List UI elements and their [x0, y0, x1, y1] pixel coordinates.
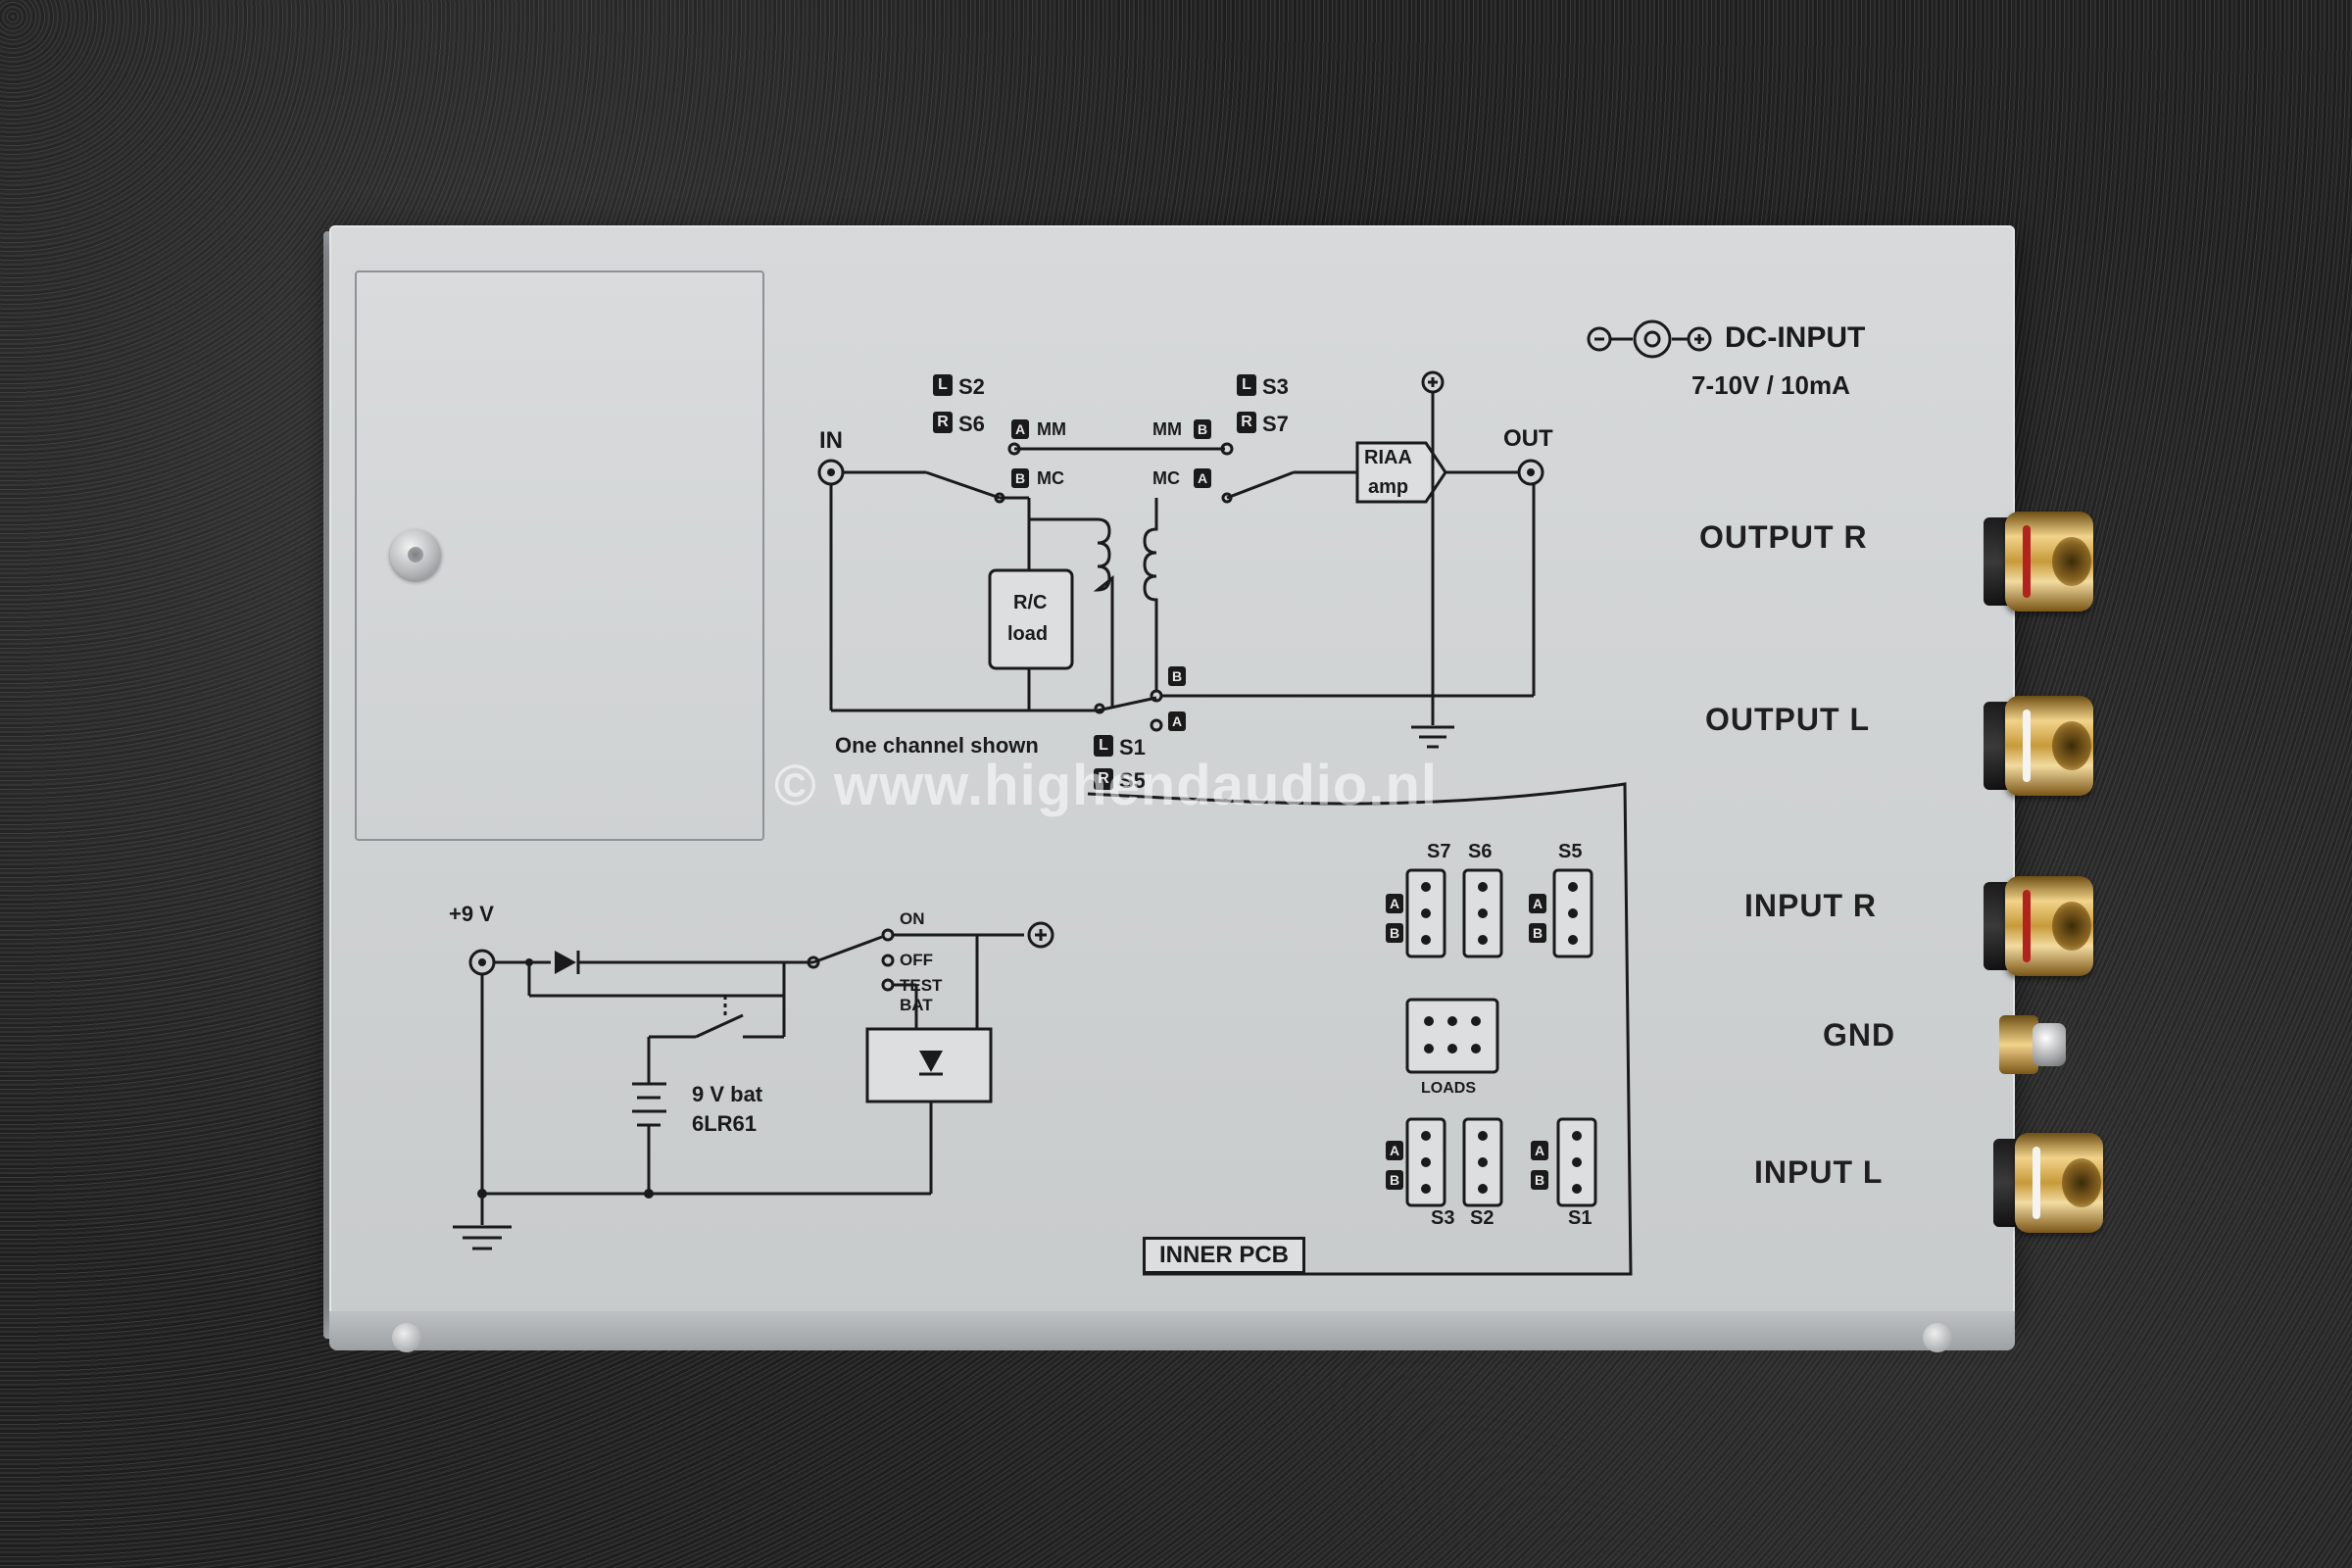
- corner-screw-right: [1923, 1323, 1952, 1352]
- label-mm-left: MM: [1037, 419, 1066, 439]
- label-in: IN: [819, 427, 843, 454]
- pcb-tag-a-bot-2: A: [1531, 1141, 1548, 1160]
- tag-a-mm-left: A: [1011, 419, 1029, 439]
- pcb-label-s3: S3: [1431, 1207, 1455, 1229]
- tag-a-mc-right: A: [1194, 468, 1211, 488]
- label-bat: BAT: [900, 996, 933, 1014]
- tag-b-s1: B: [1168, 666, 1186, 686]
- watermark: © www.highendaudio.nl: [774, 754, 1438, 817]
- pcb-tag-a-top-1: A: [1386, 894, 1403, 913]
- label-input-r: INPUT R: [1744, 888, 1877, 923]
- inner-pcb-label: INNER PCB: [1143, 1237, 1306, 1274]
- rca-jack-output-r[interactable]: [1984, 512, 2101, 612]
- rca-jack-input-l[interactable]: [1993, 1133, 2111, 1233]
- label-gnd: GND: [1823, 1017, 1896, 1053]
- label-amp: amp: [1368, 476, 1409, 498]
- tag-r-s6: R: [933, 412, 953, 433]
- label-out: OUT: [1503, 425, 1553, 452]
- tag-r-s7: R: [1237, 412, 1256, 433]
- label-s5: S5: [1119, 768, 1146, 793]
- label-load: load: [1007, 623, 1049, 645]
- tag-a-s1: A: [1168, 711, 1186, 731]
- tag-l-s3: L: [1237, 374, 1256, 396]
- chassis-front-edge: [329, 1311, 2015, 1350]
- rca-jack-output-l[interactable]: [1984, 696, 2101, 796]
- label-battery-type: 6LR61: [692, 1111, 758, 1136]
- label-s2: S2: [958, 374, 985, 399]
- pcb-label-loads: LOADS: [1421, 1080, 1476, 1097]
- pcb-label-s6: S6: [1468, 841, 1493, 862]
- pcb-label-s2: S2: [1470, 1207, 1494, 1229]
- ground-terminal-post[interactable]: [1999, 1007, 2068, 1082]
- label-mm-right: MM: [1152, 419, 1182, 439]
- pcb-tag-b-top-1: B: [1386, 923, 1403, 943]
- pcb-tag-b-bot-1: B: [1386, 1170, 1403, 1190]
- tag-r-s5: R: [1094, 768, 1113, 790]
- label-rc: R/C: [1013, 592, 1048, 613]
- label-on: ON: [900, 909, 925, 928]
- label-input-l: INPUT L: [1754, 1154, 1884, 1190]
- battery-door-screw[interactable]: [390, 529, 441, 580]
- label-battery: 9 V bat: [692, 1082, 763, 1106]
- pcb-tag-b-bot-2: B: [1531, 1170, 1548, 1190]
- label-mc-right: MC: [1152, 468, 1180, 488]
- label-mc-left: MC: [1037, 468, 1064, 488]
- rca-jack-input-r[interactable]: [1984, 876, 2101, 976]
- label-output-l: OUTPUT L: [1705, 702, 1870, 737]
- tag-l-s1: L: [1094, 735, 1113, 757]
- label-s7: S7: [1262, 412, 1289, 436]
- label-off: OFF: [900, 951, 933, 969]
- pcb-tag-a-bot-1: A: [1386, 1141, 1403, 1160]
- dc-input-title: DC-INPUT: [1725, 321, 1866, 354]
- pcb-tag-b-top-2: B: [1529, 923, 1546, 943]
- tag-b-mc-left: B: [1011, 468, 1029, 488]
- label-riaa: RIAA: [1364, 447, 1412, 468]
- pcb-label-s1: S1: [1568, 1207, 1592, 1229]
- tag-l-s2: L: [933, 374, 953, 396]
- tag-b-mm-right: B: [1194, 419, 1211, 439]
- label-s3: S3: [1262, 374, 1289, 399]
- label-plus9v: +9 V: [449, 902, 494, 926]
- label-s1: S1: [1119, 735, 1146, 760]
- pcb-label-s5: S5: [1558, 841, 1583, 862]
- label-test: TEST: [900, 976, 943, 995]
- label-one-channel: One channel shown: [835, 733, 1039, 758]
- pcb-label-s7: S7: [1427, 841, 1451, 862]
- dc-input-spec: 7-10V / 10mA: [1691, 370, 1850, 400]
- corner-screw-left: [392, 1323, 421, 1352]
- label-output-r: OUTPUT R: [1699, 519, 1868, 555]
- pcb-tag-a-top-2: A: [1529, 894, 1546, 913]
- label-s6: S6: [958, 412, 985, 436]
